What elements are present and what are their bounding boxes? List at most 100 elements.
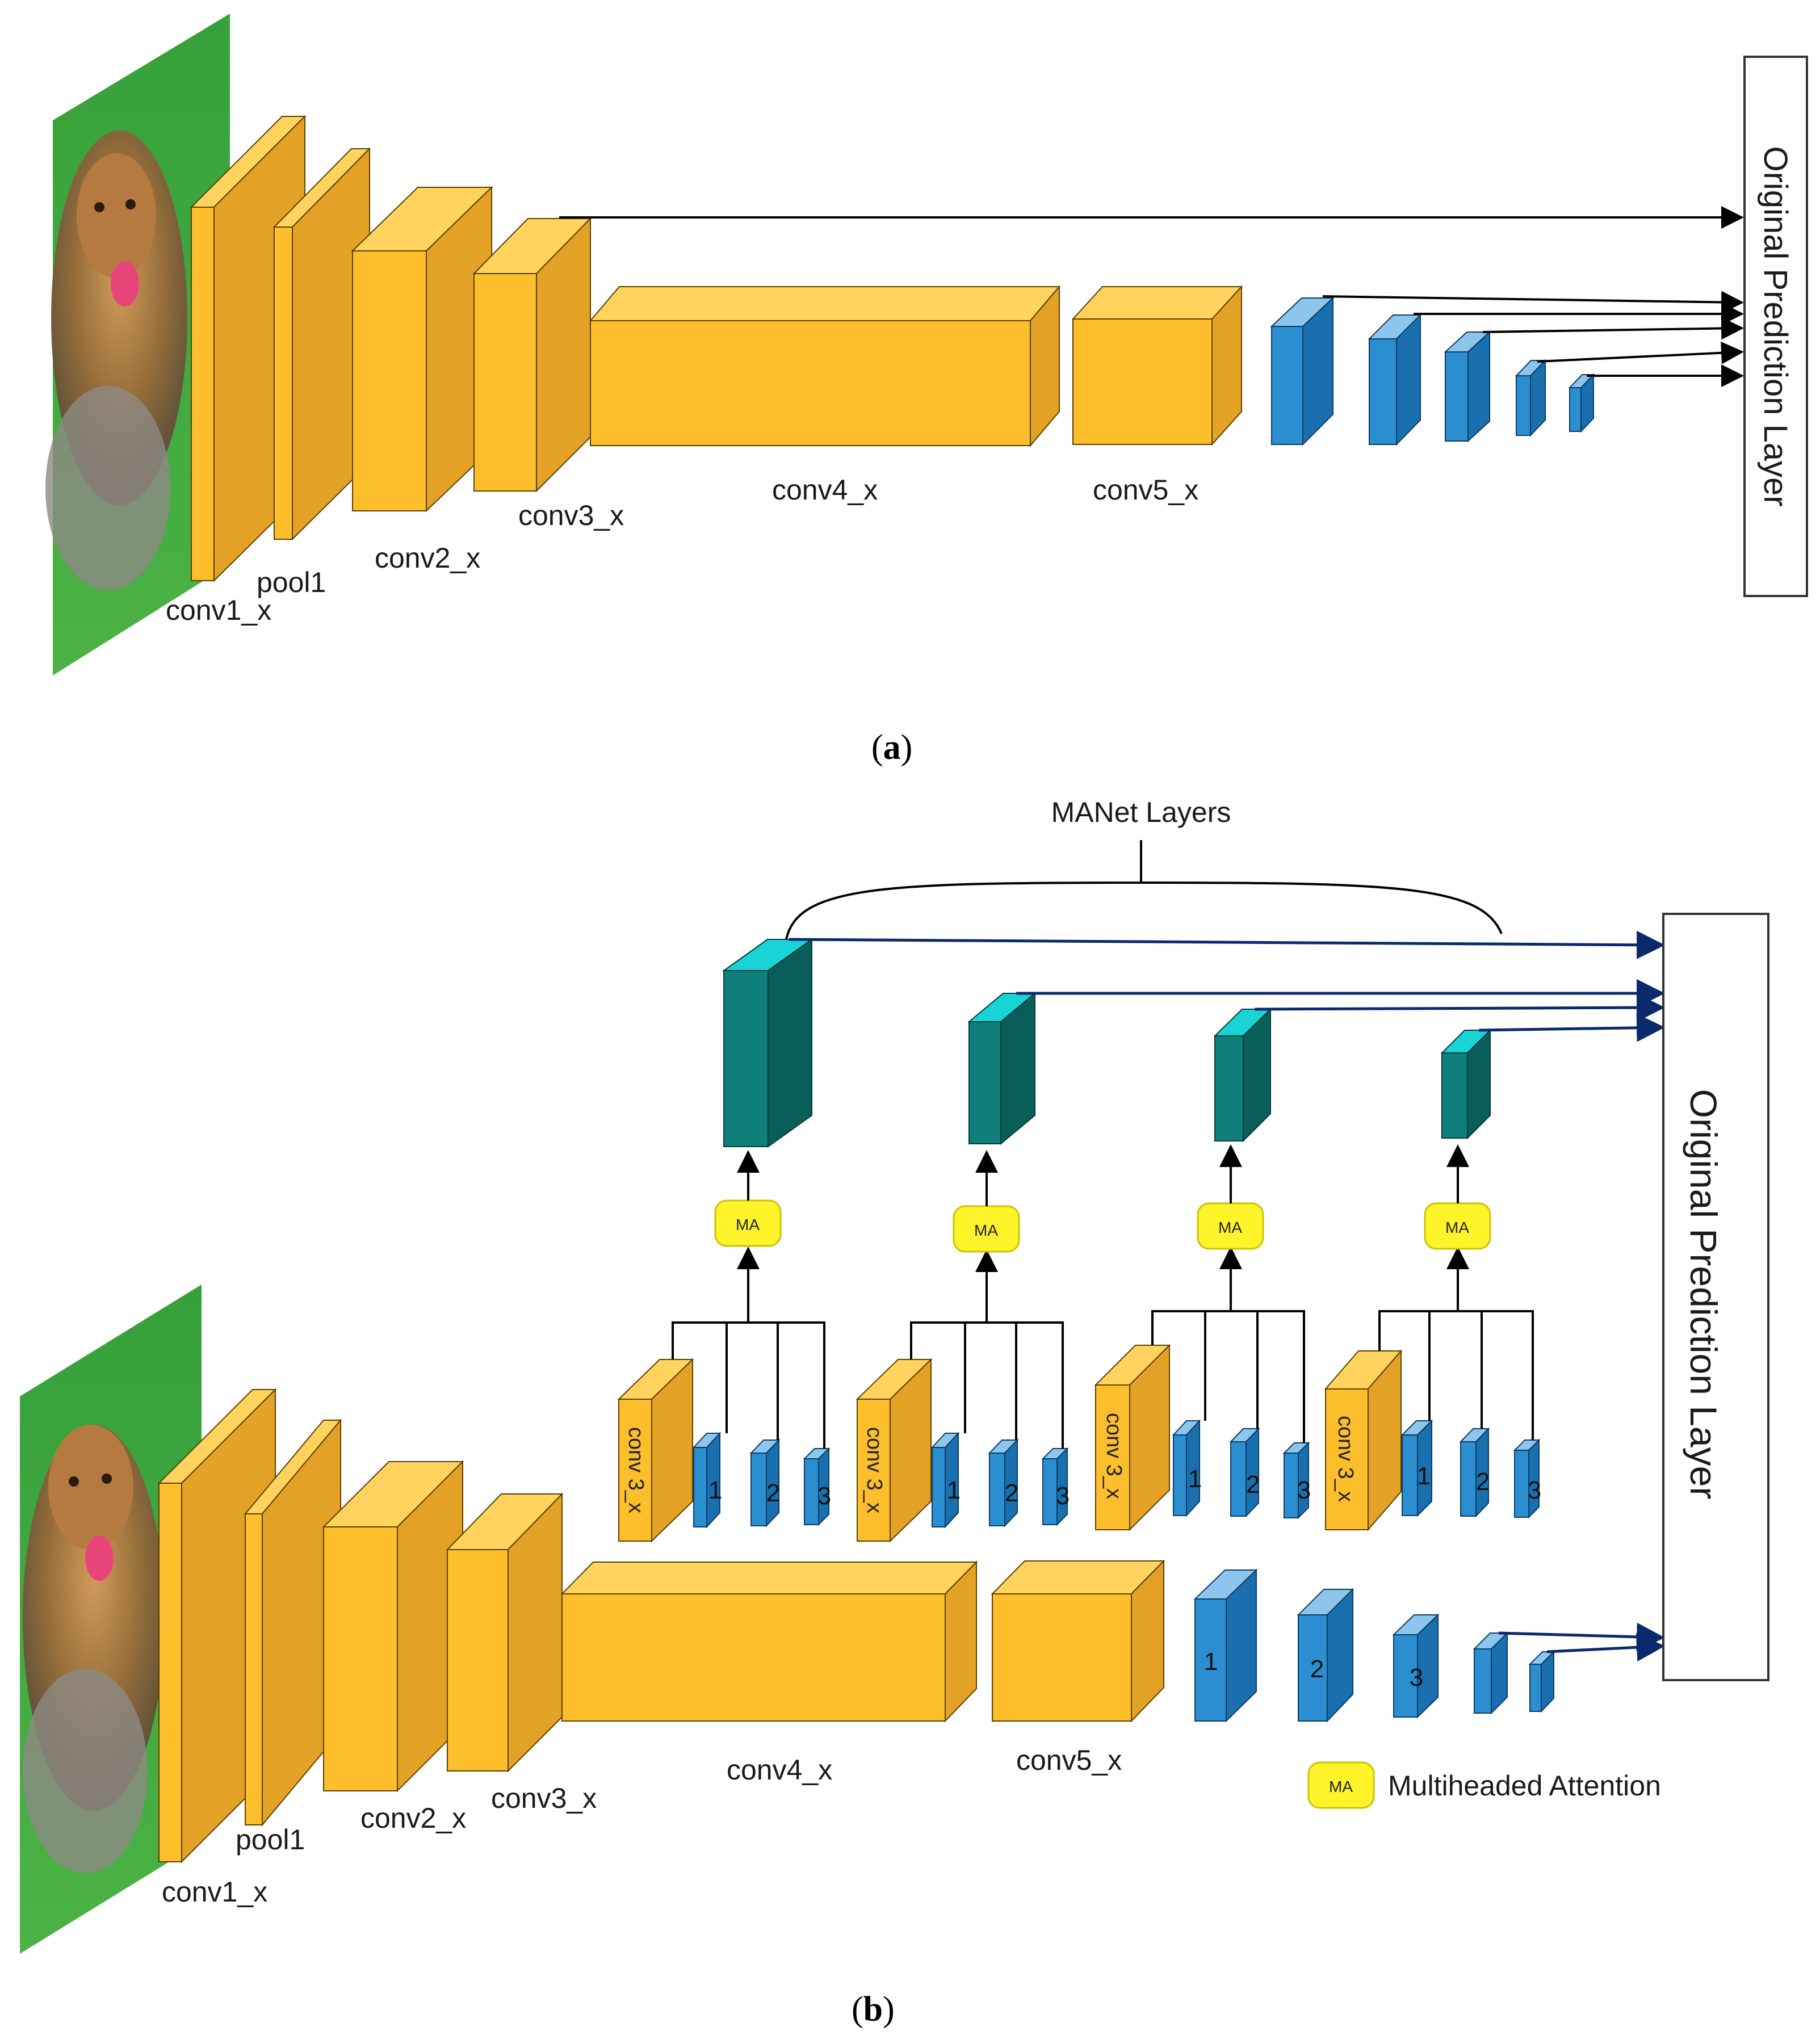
branch-4-conv3: conv 3_x — [1324, 1349, 1403, 1531]
extra-layer-4-b — [1473, 1631, 1509, 1715]
branch-2-layer-3: 3 — [1041, 1447, 1070, 1526]
branch-3: conv 3_x 1 2 3 — [1094, 1008, 1311, 1531]
branch-4-num-2: 2 — [1476, 1468, 1490, 1496]
branch-1-layer-1: 1 — [692, 1432, 722, 1529]
branch-3-conv3: conv 3_x — [1094, 1344, 1171, 1531]
extra-num-3: 3 — [1410, 1664, 1423, 1692]
extra-layer-5-a — [1568, 373, 1595, 433]
legend: MA Multiheaded Attention — [1307, 1761, 1661, 1809]
label-conv1-b: conv1_x — [162, 1876, 267, 1908]
branch-2-layer-1: 1 — [930, 1432, 961, 1529]
legend-ma-badge — [1307, 1761, 1375, 1809]
svg-text:MA: MA — [736, 1216, 760, 1233]
branch-4: conv 3_x 1 2 3 — [1324, 1029, 1541, 1531]
conv3-block-a — [472, 217, 592, 493]
extra-layer-1-b: 1 — [1193, 1568, 1258, 1723]
manet-brace — [785, 840, 1503, 940]
label-conv1-a: conv1_x — [166, 594, 271, 626]
branch-2-ma-badge: MA — [953, 1205, 1020, 1253]
conv3-block-b — [446, 1492, 564, 1773]
conv5-block-b — [991, 1559, 1165, 1723]
svg-text:MA: MA — [1218, 1219, 1242, 1236]
branch-3-layer-3: 3 — [1282, 1441, 1311, 1520]
pool1-block-a — [272, 147, 371, 541]
branch-1-num-3: 3 — [817, 1482, 831, 1510]
branch-1-layer-2: 2 — [749, 1438, 781, 1527]
branch-4-layer-2: 2 — [1459, 1427, 1490, 1518]
branch-3-tree — [1151, 1246, 1305, 1443]
extra-layer-2-a — [1368, 313, 1422, 446]
branch-4-layer-3: 3 — [1513, 1438, 1541, 1519]
branch-1-num-2: 2 — [766, 1479, 780, 1507]
dog-photo-b — [20, 1285, 202, 1954]
extra-layer-3-b: 3 — [1392, 1613, 1440, 1719]
branch-1-layer-3: 3 — [803, 1447, 831, 1526]
panel-a: Original Prediction Layer conv1_x pool1 … — [45, 14, 1808, 767]
pool1-block-b — [244, 1418, 342, 1827]
branch-3-ma-badge: MA — [1197, 1202, 1264, 1250]
label-conv2-b: conv2_x — [360, 1802, 466, 1834]
extra-num-1: 1 — [1204, 1648, 1218, 1676]
manet-layer-3 — [1213, 1008, 1272, 1143]
branch-2: conv 3_x 1 2 3 — [856, 992, 1070, 1543]
extra-num-2: 2 — [1310, 1655, 1324, 1683]
conv4-block-a — [589, 285, 1061, 447]
output-box-b: Original Prediction Layer — [1662, 913, 1769, 1681]
branch-2-tree — [910, 1249, 1064, 1449]
caption-a: (a) — [871, 728, 912, 767]
label-pool1-a: pool1 — [257, 566, 326, 598]
conv4-block-b — [560, 1560, 978, 1723]
conv5-block-a — [1071, 285, 1243, 446]
legend-ma-text: MA — [1329, 1778, 1353, 1795]
branch-4-layer-1: 1 — [1400, 1419, 1433, 1517]
manet-layer-1 — [722, 938, 814, 1148]
extra-layer-3-a — [1444, 330, 1491, 443]
branch-3-num-2: 2 — [1246, 1471, 1260, 1499]
branch-1: conv 3_x 1 2 3 — [617, 938, 831, 1543]
output-box-label-b: Original Prediction Layer — [1683, 1089, 1725, 1500]
extra-layer-4-a — [1515, 359, 1547, 437]
label-pool1-b: pool1 — [236, 1824, 305, 1856]
label-conv4-a: conv4_x — [772, 474, 878, 506]
manet-layer-2 — [967, 992, 1037, 1145]
branch-2-num-1: 1 — [947, 1476, 961, 1504]
branch-1-conv3: conv 3_x — [617, 1358, 694, 1543]
branch-3-layer-2: 2 — [1229, 1427, 1260, 1518]
label-conv3-b: conv3_x — [491, 1782, 597, 1814]
output-box-label-a: Original Prediction Layer — [1757, 146, 1794, 506]
extra-layer-5-b — [1528, 1650, 1555, 1713]
conv2-block-b — [322, 1460, 464, 1793]
label-conv3-a: conv3_x — [518, 500, 624, 531]
svg-text:MA: MA — [974, 1222, 998, 1239]
legend-label: Multiheaded Attention — [1388, 1770, 1661, 1802]
branch-4-num-3: 3 — [1528, 1476, 1541, 1504]
output-box-a: Original Prediction Layer — [1743, 56, 1808, 597]
branch-1-num-1: 1 — [708, 1476, 722, 1504]
branch-1-conv3-label: conv 3_x — [624, 1427, 648, 1513]
branch-2-conv3: conv 3_x — [856, 1358, 933, 1543]
branch-2-layer-2: 2 — [988, 1438, 1019, 1527]
branch-2-conv3-label: conv 3_x — [862, 1427, 886, 1513]
label-conv5-a: conv5_x — [1093, 474, 1198, 506]
branch-4-num-1: 1 — [1417, 1462, 1431, 1490]
branch-4-ma-badge: MA — [1424, 1202, 1491, 1250]
panel-b: 1 2 3 — [20, 796, 1769, 2029]
dog-photo-a — [45, 14, 230, 675]
branch-3-num-3: 3 — [1297, 1476, 1311, 1504]
label-conv4-b: conv4_x — [727, 1754, 832, 1786]
manet-layer-4 — [1440, 1029, 1492, 1140]
branch-2-num-2: 2 — [1005, 1479, 1018, 1507]
branch-1-tree — [672, 1246, 825, 1449]
branch-4-conv3-label: conv 3_x — [1333, 1416, 1357, 1502]
arrows-a — [559, 206, 1744, 387]
manet-title: MANet Layers — [1051, 796, 1231, 828]
extra-layer-2-b: 2 — [1297, 1588, 1354, 1723]
label-conv5-b: conv5_x — [1016, 1744, 1122, 1776]
branch-3-num-1: 1 — [1188, 1465, 1202, 1493]
branch-4-tree — [1378, 1246, 1534, 1440]
label-conv2-a: conv2_x — [375, 542, 480, 574]
manet-arrows — [789, 930, 1665, 1042]
branch-1-ma-badge: MA — [714, 1199, 782, 1247]
branch-2-num-3: 3 — [1056, 1482, 1070, 1510]
